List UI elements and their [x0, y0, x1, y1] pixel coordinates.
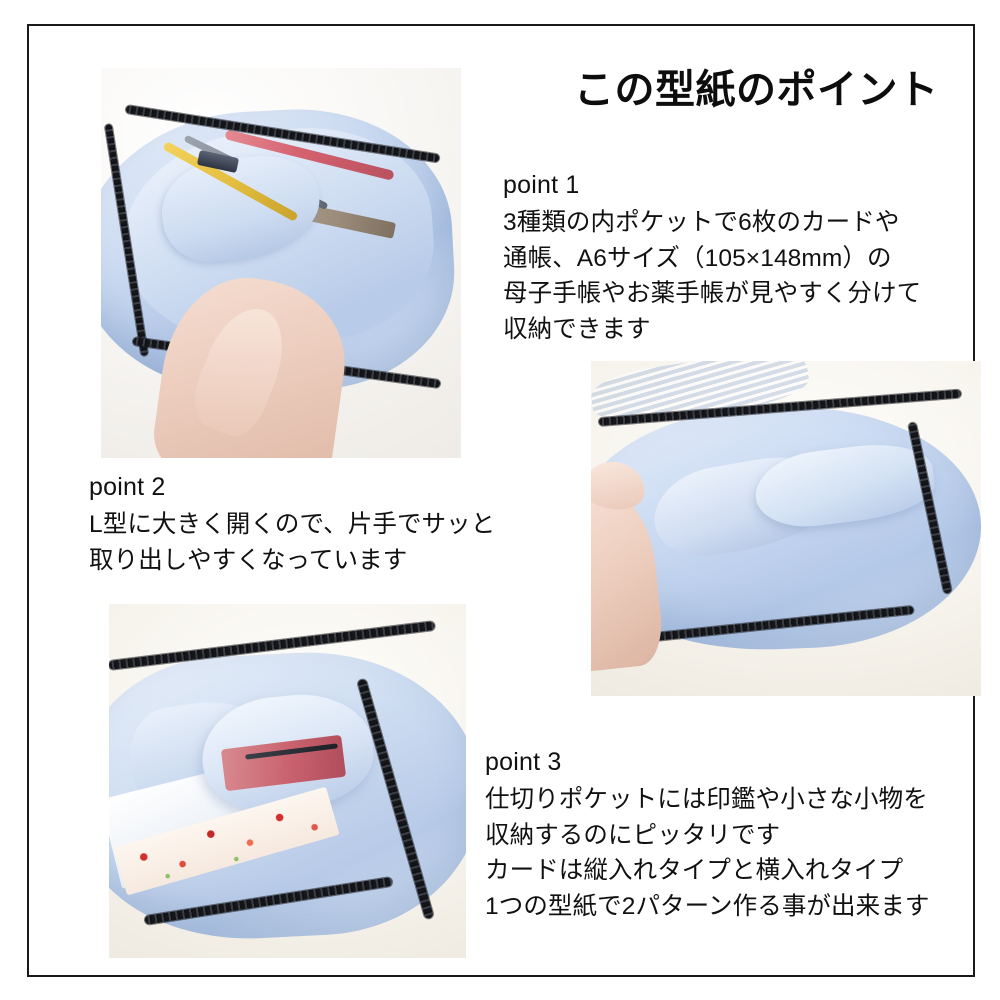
point-1-line-2: 通帳、A6サイズ（105×148mm）の	[503, 244, 892, 272]
point-3-line-4: 1つの型紙で2パターン作る事が出来ます	[485, 892, 930, 920]
point-2-label: point 2	[89, 473, 166, 501]
photo-pouch-with-notebook-and-floral-fabric	[109, 604, 466, 958]
photo-2-scene	[591, 361, 981, 696]
point-1-line-3: 母子手帳やお薬手帳が見やすく分けて	[503, 280, 922, 308]
point-2-line-1: L型に大きく開くので、片手でサッと	[89, 511, 496, 539]
point-3-label: point 3	[485, 748, 562, 776]
point-3-line-2: 収納するのにピッタリです	[485, 821, 781, 849]
card-frame: この型紙のポイント point 1 3種類	[27, 24, 981, 977]
page-title: この型紙のポイント	[574, 68, 939, 112]
point-1-block: point 1 3種類の内ポケットで6枚のカードや 通帳、A6サイズ（105×1…	[503, 167, 983, 347]
photo-3-scene	[109, 604, 466, 958]
point-1-label: point 1	[503, 171, 580, 199]
point-3-block: point 3 仕切りポケットには印鑑や小さな小物を 収納するのにピッタリです …	[485, 744, 985, 924]
point-2-block: point 2 L型に大きく開くので、片手でサッと 取り出しやすくなっています	[89, 469, 559, 578]
point-1-line-1: 3種類の内ポケットで6枚のカードや	[503, 209, 900, 237]
point-2-line-2: 取り出しやすくなっています	[89, 546, 408, 574]
photo-pouch-interior-pockets	[591, 361, 981, 696]
point-3-line-3: カードは縦入れタイプと横入れタイプ	[485, 857, 904, 885]
point-3-line-1: 仕切りポケットには印鑑や小さな小物を	[485, 786, 928, 814]
photo-1-scene	[101, 68, 461, 458]
point-1-line-4: 収納できます	[503, 315, 651, 343]
photo-hand-holding-open-pouch	[101, 68, 461, 458]
